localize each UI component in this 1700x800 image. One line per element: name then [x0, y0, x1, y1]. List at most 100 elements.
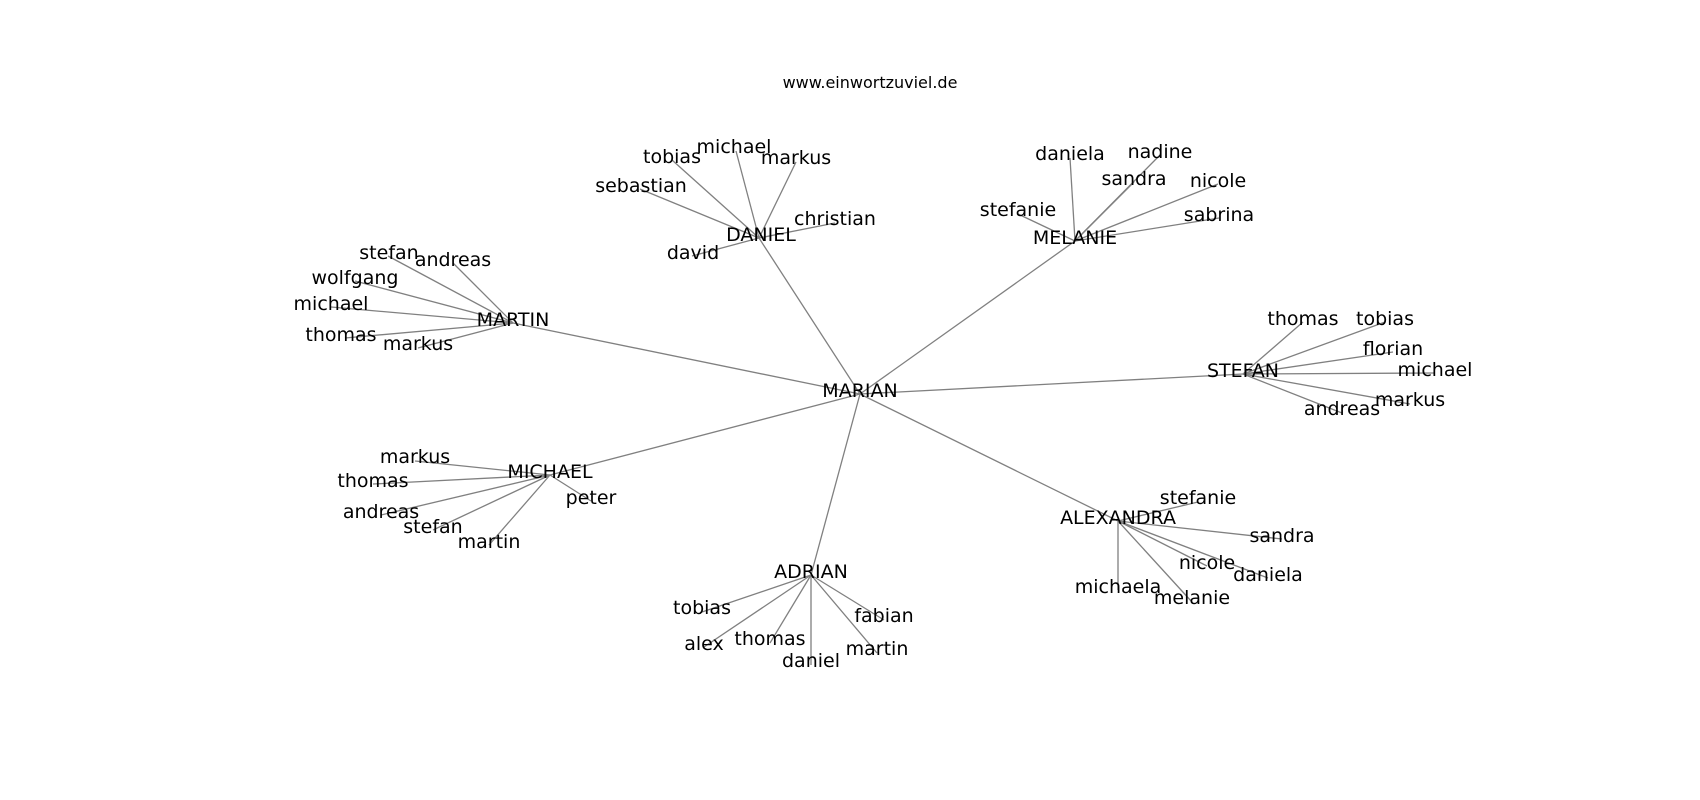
- edge-center-stefan: [859, 373, 1244, 395]
- hub-node-label-adrian: ADRIAN: [774, 561, 848, 583]
- leaf-node-label-michael-andreas: andreas: [343, 501, 419, 523]
- leaf-node-label-alexandra-melanie: melanie: [1154, 587, 1230, 609]
- leaf-node-label-martin-stefan: stefan: [359, 242, 418, 264]
- leaf-node-label-stefan-michael: michael: [1398, 359, 1473, 381]
- edge-center-martin: [512, 322, 861, 395]
- leaf-node-label-adrian-martin: martin: [846, 638, 909, 660]
- edge-adrian-alex: [703, 574, 812, 648]
- edge-michael-thomas: [372, 474, 551, 485]
- site-title: www.einwortzuviel.de: [783, 73, 958, 92]
- edge-adrian-thomas: [769, 574, 812, 644]
- edge-melanie-nicole: [1074, 183, 1219, 242]
- edge-stefan-thomas: [1242, 321, 1304, 375]
- edge-stefan-michael: [1242, 372, 1436, 375]
- edge-daniel-christian: [758, 222, 836, 239]
- leaf-node-label-daniel-sebastian: sebastian: [595, 175, 687, 197]
- leaf-node-label-melanie-nicole: nicole: [1190, 170, 1246, 192]
- edge-melanie-sabrina: [1074, 217, 1220, 242]
- edge-daniel-michael: [735, 150, 760, 239]
- leaf-node-label-alexandra-stefanie: stefanie: [1160, 487, 1236, 509]
- leaf-node-label-adrian-daniel: daniel: [782, 650, 840, 672]
- edge-martin-michael: [330, 306, 514, 324]
- hub-node-label-michael: MICHAEL: [507, 461, 593, 483]
- edge-alexandra-stefanie: [1117, 501, 1199, 522]
- edge-michael-markus: [414, 460, 551, 476]
- edge-center-adrian: [810, 393, 861, 576]
- leaf-node-label-adrian-fabian: fabian: [854, 605, 913, 627]
- edge-stefan-markus: [1242, 373, 1411, 405]
- leaf-node-label-michael-peter: peter: [566, 487, 617, 509]
- leaf-node-label-stefan-markus: markus: [1375, 389, 1445, 411]
- leaf-node-label-stefan-florian: florian: [1363, 338, 1423, 360]
- edge-daniel-sebastian: [639, 188, 760, 239]
- edge-stefan-tobias: [1242, 321, 1386, 375]
- edge-adrian-martin: [810, 574, 878, 654]
- edge-martin-markus: [417, 322, 514, 349]
- hub-node-label-stefan: STEFAN: [1207, 360, 1279, 382]
- labels-layer: MARIANDANIELtobiasmichaelmarkussebastian…: [294, 136, 1473, 672]
- edge-michael-stefan: [432, 474, 551, 531]
- leaf-node-label-alexandra-daniela: daniela: [1233, 564, 1303, 586]
- edge-martin-wolfgang: [354, 280, 514, 324]
- leaf-node-label-melanie-nadine: nadine: [1128, 141, 1193, 163]
- hub-node-label-alexandra: ALEXANDRA: [1060, 507, 1176, 529]
- edge-melanie-daniela: [1069, 157, 1076, 242]
- edge-adrian-tobias: [701, 574, 812, 613]
- hub-node-label-martin: MARTIN: [477, 309, 550, 331]
- edge-alexandra-daniela: [1117, 520, 1269, 579]
- leaf-node-label-michael-martin: martin: [458, 531, 521, 553]
- leaf-node-label-daniel-michael: michael: [697, 136, 772, 158]
- edge-alexandra-sandra: [1117, 520, 1283, 540]
- leaf-node-label-alexandra-michaela: michaela: [1075, 576, 1162, 598]
- edge-stefan-andreas: [1242, 373, 1343, 414]
- leaf-node-label-melanie-sabrina: sabrina: [1184, 204, 1254, 226]
- edge-daniel-david: [691, 237, 760, 257]
- leaf-node-label-adrian-thomas: thomas: [734, 628, 805, 650]
- edges-layer: [330, 150, 1436, 665]
- leaf-node-label-martin-wolfgang: wolfgang: [312, 267, 399, 289]
- hub-node-label-daniel: DANIEL: [726, 224, 796, 246]
- leaf-node-label-martin-markus: markus: [383, 333, 453, 355]
- leaf-node-label-daniel-christian: christian: [794, 208, 876, 230]
- leaf-node-label-melanie-stefanie: stefanie: [980, 199, 1056, 221]
- leaf-node-label-stefan-thomas: thomas: [1267, 308, 1338, 330]
- hub-node-label-melanie: MELANIE: [1033, 227, 1117, 249]
- edge-melanie-sandra: [1074, 181, 1135, 242]
- edge-center-michael: [549, 393, 861, 476]
- edge-michael-peter: [549, 474, 592, 502]
- leaf-node-label-stefan-tobias: tobias: [1356, 308, 1414, 330]
- leaf-node-label-michael-markus: markus: [380, 446, 450, 468]
- edge-martin-thomas: [344, 322, 514, 339]
- leaf-node-label-daniel-markus: markus: [761, 147, 831, 169]
- edge-martin-stefan: [387, 255, 514, 324]
- edge-michael-martin: [488, 474, 551, 546]
- edge-center-melanie: [859, 240, 1076, 395]
- leaf-node-label-martin-michael: michael: [294, 293, 369, 315]
- leaf-node-label-martin-andreas: andreas: [415, 249, 491, 271]
- leaf-node-label-michael-thomas: thomas: [337, 470, 408, 492]
- leaf-node-label-alexandra-sandra: sandra: [1249, 525, 1314, 547]
- leaf-node-label-daniel-tobias: tobias: [643, 146, 701, 168]
- center-node-label: MARIAN: [822, 380, 897, 402]
- leaf-node-label-martin-thomas: thomas: [305, 324, 376, 346]
- edge-center-alexandra: [859, 393, 1119, 522]
- leaf-node-label-adrian-tobias: tobias: [673, 597, 731, 619]
- leaf-node-label-stefan-andreas: andreas: [1304, 398, 1380, 420]
- edge-daniel-markus: [758, 161, 797, 239]
- edge-alexandra-melanie: [1117, 520, 1193, 603]
- leaf-node-label-daniel-david: david: [667, 242, 719, 264]
- edge-martin-andreas: [452, 262, 514, 324]
- edge-adrian-fabian: [810, 574, 885, 621]
- leaf-node-label-melanie-daniela: daniela: [1035, 143, 1105, 165]
- edge-daniel-tobias: [671, 159, 760, 239]
- edge-stefan-florian: [1242, 351, 1394, 375]
- leaf-node-label-adrian-alex: alex: [684, 633, 724, 655]
- leaf-node-label-alexandra-nicole: nicole: [1179, 552, 1235, 574]
- edge-melanie-stefanie: [1017, 213, 1076, 242]
- leaf-node-label-michael-stefan: stefan: [403, 516, 462, 538]
- edge-center-daniel: [758, 237, 861, 395]
- leaf-node-label-melanie-sandra: sandra: [1101, 168, 1166, 190]
- edge-michael-andreas: [380, 474, 551, 516]
- edge-alexandra-nicole: [1117, 520, 1208, 567]
